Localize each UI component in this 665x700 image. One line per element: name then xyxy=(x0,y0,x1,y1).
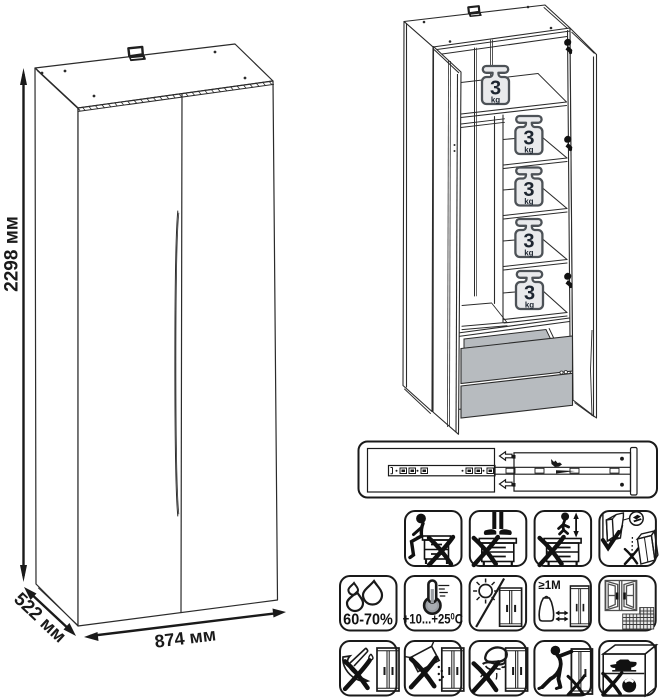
svg-text:2298 мм: 2298 мм xyxy=(2,216,23,292)
svg-text:≥1M: ≥1M xyxy=(538,580,560,592)
svg-text:60-70%: 60-70% xyxy=(343,611,393,629)
svg-text:874 мм: 874 мм xyxy=(153,624,217,651)
svg-text:+10...+250C: +10...+250C xyxy=(403,611,463,627)
